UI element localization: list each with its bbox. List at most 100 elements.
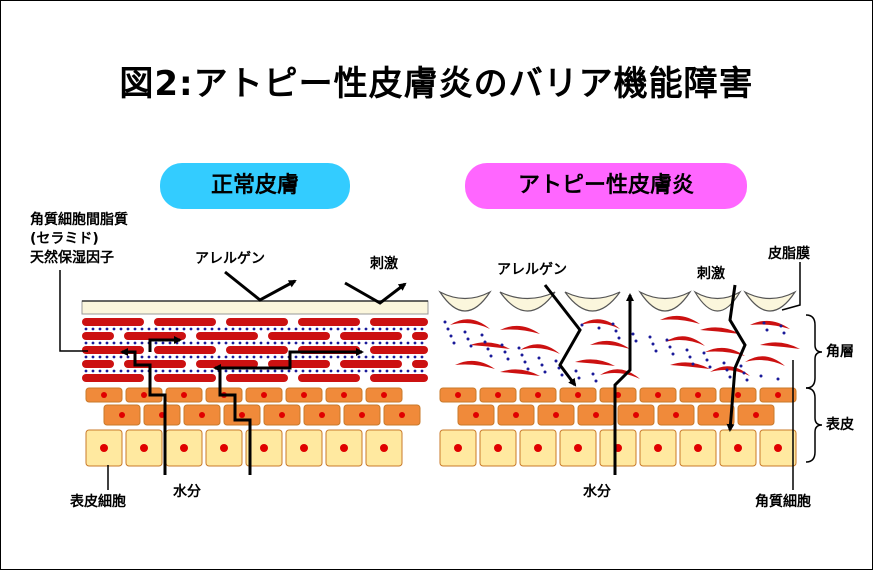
cell-nucleus xyxy=(654,444,662,452)
lipid-dot xyxy=(364,341,368,345)
lipid-dot xyxy=(385,369,389,373)
lipid-dot xyxy=(364,369,368,373)
lipid-dot xyxy=(392,341,396,345)
lipid-label-line2: (セラミド) xyxy=(30,231,99,247)
lipid-dot xyxy=(140,341,144,345)
lipid-dot xyxy=(466,337,470,341)
allergen-arrow-normal xyxy=(224,270,297,302)
sebum-scallops-atopic xyxy=(438,290,797,312)
lipid-dot xyxy=(392,369,396,373)
stimulus-label-normal: 刺激 xyxy=(370,256,398,272)
lipid-dot xyxy=(364,327,368,331)
lipid-dot xyxy=(231,327,235,331)
lipid-dot xyxy=(449,334,453,338)
lipid-dot xyxy=(343,327,347,331)
corneocyte xyxy=(590,340,630,349)
lipid-dot xyxy=(554,359,558,363)
corneocyte xyxy=(154,374,216,382)
lipid-dot xyxy=(259,341,263,345)
cell-nucleus xyxy=(713,412,719,418)
lipid-dot xyxy=(503,350,507,354)
lipid-dot xyxy=(739,364,743,368)
lipid-dot xyxy=(280,341,284,345)
lipid-dot xyxy=(238,369,242,373)
lipid-dot xyxy=(231,369,235,373)
lipid-dot xyxy=(252,327,256,331)
lipid-dot xyxy=(357,341,361,345)
lipid-dot xyxy=(175,327,179,331)
lipid-dot xyxy=(84,341,88,345)
lipid-dot xyxy=(745,378,749,382)
lipid-dot xyxy=(580,323,584,327)
corneocyte xyxy=(82,332,114,340)
lipid-dot xyxy=(357,369,361,373)
corneocyte xyxy=(520,344,560,354)
lipid-dot xyxy=(540,363,544,367)
corneocyte xyxy=(760,342,800,349)
lipid-dot xyxy=(273,341,277,345)
lipid-dot xyxy=(273,369,277,373)
cell-nucleus xyxy=(535,392,541,398)
lipid-dot xyxy=(336,341,340,345)
lipid-dot xyxy=(217,341,221,345)
lipid-dot xyxy=(224,355,228,359)
corneocyte xyxy=(412,332,428,340)
cell-nucleus xyxy=(695,392,701,398)
lipid-dot xyxy=(364,355,368,359)
lipid-dot xyxy=(577,376,581,380)
water-path-normal-1b xyxy=(148,336,182,352)
lipid-dot xyxy=(294,327,298,331)
corneocyte xyxy=(82,360,114,368)
lipid-dot xyxy=(486,347,490,351)
lipid-dot xyxy=(399,355,403,359)
epidermis-normal xyxy=(85,387,421,467)
cell-nucleus xyxy=(473,412,479,418)
corneocyte xyxy=(196,332,258,340)
lipid-dot xyxy=(665,338,669,342)
allergen-label-atopic: アレルゲン xyxy=(497,262,567,278)
lipid-dot xyxy=(329,369,333,373)
water-path-normal-1 xyxy=(120,348,167,475)
lipid-dot xyxy=(688,355,692,359)
lipid-dot xyxy=(489,354,493,358)
lipid-dot xyxy=(691,362,695,366)
lipid-dot xyxy=(287,327,291,331)
lipid-dot xyxy=(280,327,284,331)
cell-nucleus xyxy=(380,444,388,452)
normal-skin-label: 正常皮膚 xyxy=(160,163,350,209)
lipid-dot xyxy=(634,339,638,343)
lipid-dot xyxy=(168,355,172,359)
lipid-dot xyxy=(252,355,256,359)
lipid-dot xyxy=(722,361,726,365)
lipid-dot xyxy=(252,341,256,345)
lipid-dot xyxy=(385,341,389,345)
lipid-dot xyxy=(782,331,786,335)
lipid-dot xyxy=(182,369,186,373)
lipid-dot xyxy=(308,355,312,359)
lipid-dot xyxy=(280,369,284,373)
figure-title: 図2:アトピー性皮膚炎のバリア機能障害 xyxy=(119,64,754,104)
cell-nucleus xyxy=(553,412,559,418)
lipid-dot xyxy=(168,327,172,331)
lipid-dot xyxy=(591,372,595,376)
lipid-dot xyxy=(133,327,137,331)
cell-nucleus xyxy=(301,392,307,398)
lipid-dot xyxy=(203,341,207,345)
lipid-dot xyxy=(762,321,766,325)
lipid-dot xyxy=(517,346,521,350)
water-path-normal-2 xyxy=(218,348,364,475)
epidermis-atopic xyxy=(439,387,797,467)
corneocyte xyxy=(124,332,186,340)
lipid-dot xyxy=(196,369,200,373)
lipid-dot xyxy=(378,341,382,345)
corneocyte xyxy=(660,315,700,324)
lipid-dot xyxy=(91,327,95,331)
lipid-dot xyxy=(685,348,689,352)
stratum-corneum-atopic xyxy=(443,315,800,383)
epidermis-label: 表皮 xyxy=(826,417,854,433)
corneocyte xyxy=(154,318,216,326)
lipid-dot xyxy=(126,369,130,373)
stimulus-label-atopic: 刺激 xyxy=(697,266,725,282)
lipid-dot xyxy=(245,341,249,345)
lipid-label-line3: 天然保湿因子 xyxy=(30,250,114,266)
